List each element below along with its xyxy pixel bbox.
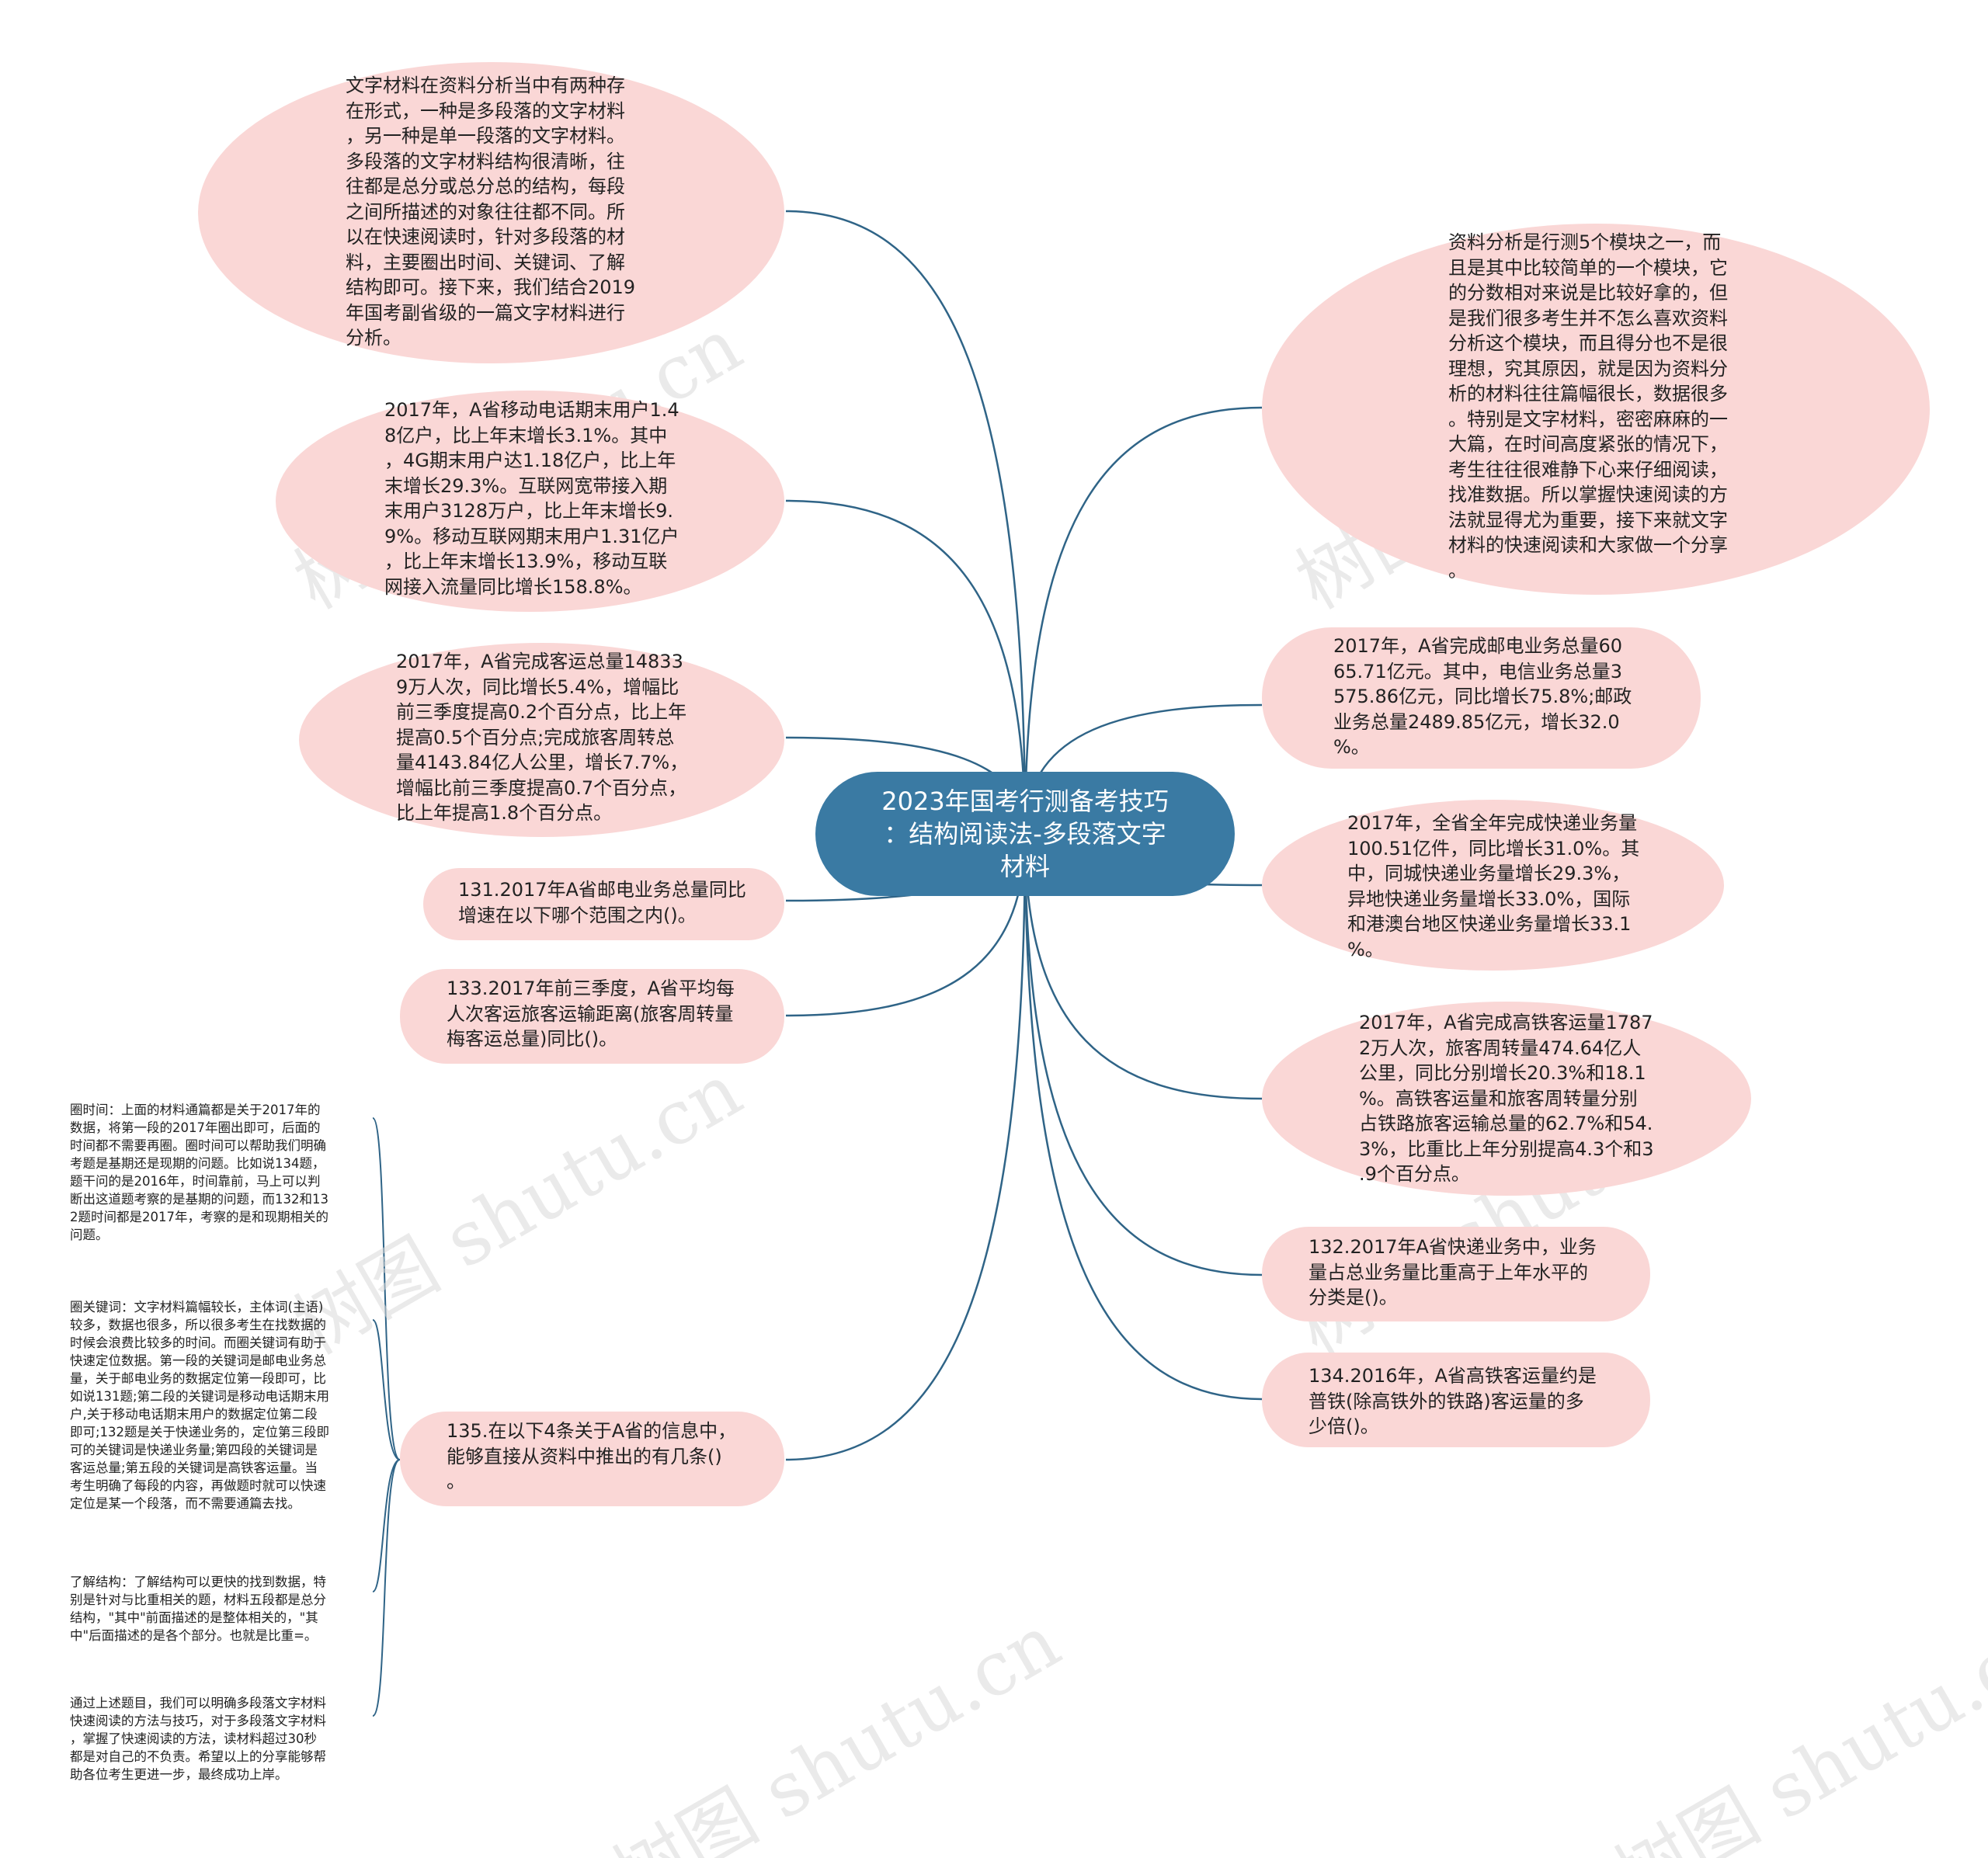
left-node-question-135[interactable]: 135.在以下4条关于A省的信息中， 能够直接从资料中推出的有几条() 。 bbox=[400, 1412, 784, 1506]
connector-left-5 bbox=[785, 833, 1027, 1461]
right-node-question-134[interactable]: 134.2016年，A省高铁客运量约是 普铁(除高铁外的铁路)客运量的多 少倍(… bbox=[1262, 1353, 1650, 1447]
connector-right-0 bbox=[1024, 406, 1263, 835]
note-conclusion: 通过上述题目，我们可以明确多段落文字材料 快速阅读的方法与技巧，对于多段落文字材… bbox=[70, 1696, 326, 1782]
left-node-intro[interactable]: 文字材料在资料分析当中有两种存 在形式，一种是多段落的文字材料 ，另一种是单一段… bbox=[198, 62, 784, 363]
right-node-question-132[interactable]: 132.2017年A省快递业务中，业务 量占总业务量比重高于上年水平的 分类是(… bbox=[1262, 1227, 1650, 1321]
left-node-mobile-users[interactable]: 2017年，A省移动电话期末用户1.4 8亿户，比上年末增长3.1%。其中 ，4… bbox=[276, 391, 784, 612]
connector-right-4 bbox=[1024, 833, 1263, 1276]
right-node-high-speed-rail[interactable]: 2017年，A省完成高铁客运量1787 2万人次，旅客周转量474.64亿人 公… bbox=[1262, 1002, 1751, 1196]
central-topic[interactable]: 2023年国考行测备考技巧 ：结构阅读法-多段落文字 材料 bbox=[815, 772, 1235, 896]
left-node-question-131[interactable]: 131.2017年A省邮电业务总量同比 增速在以下哪个范围之内()。 bbox=[423, 868, 784, 940]
note-circle-keywords: 圈关键词：文字材料篇幅较长，主体词(主语) 较多，数据也很多，所以很多考生在找数… bbox=[70, 1300, 330, 1511]
note-circle-time: 圈时间：上面的材料通篇都是关于2017年的 数据，将第一段的2017年圈出即可，… bbox=[70, 1103, 328, 1242]
right-node-postal-telecom[interactable]: 2017年，A省完成邮电业务总量60 65.71亿元。其中，电信业务总量3 57… bbox=[1262, 627, 1701, 769]
note-understand-structure: 了解结构：了解结构可以更快的找到数据，特 别是针对与比重相关的题，材料五段都是总… bbox=[70, 1575, 326, 1643]
connector-right-5 bbox=[1024, 833, 1263, 1401]
left-node-question-133[interactable]: 133.2017年前三季度，A省平均每 人次客运旅客运输距离(旅客周转量 梅客运… bbox=[400, 969, 784, 1064]
connector-left-0 bbox=[785, 210, 1027, 835]
connector-left-1 bbox=[785, 499, 1027, 835]
connector-right-3 bbox=[1024, 833, 1263, 1100]
right-node-express-delivery[interactable]: 2017年，全省全年完成快递业务量 100.51亿件，同比增长31.0%。其 中… bbox=[1262, 800, 1724, 971]
notes-bracket bbox=[372, 1117, 401, 1717]
left-node-passenger-transport[interactable]: 2017年，A省完成客运总量14833 9万人次，同比增长5.4%，增幅比 前三… bbox=[299, 643, 784, 837]
right-node-overview[interactable]: 资料分析是行测5个模块之一，而 且是其中比较简单的一个模块，它 的分数相对来说是… bbox=[1262, 224, 1930, 595]
